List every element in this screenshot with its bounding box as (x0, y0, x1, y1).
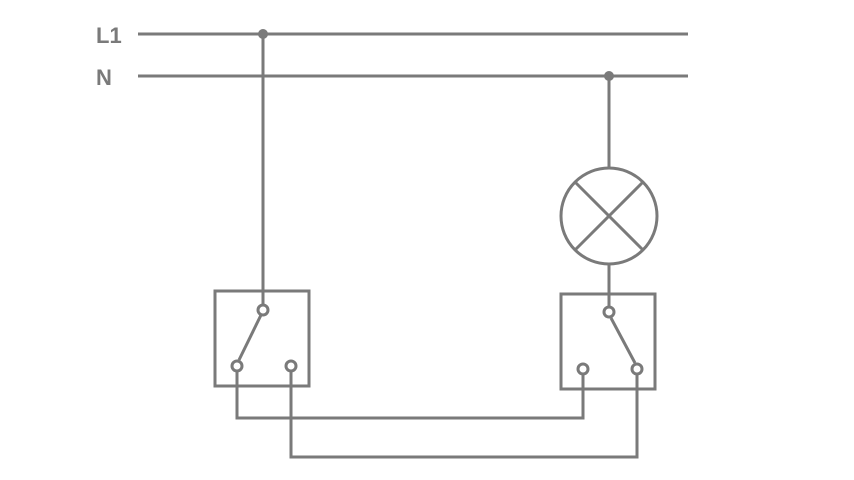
l1-junction-dot (258, 29, 268, 39)
traveller-wire-1 (235, 371, 585, 420)
right-two-way-switch (559, 292, 657, 391)
traveller-wire-2 (289, 371, 639, 459)
n-label: N (96, 65, 112, 90)
l1-label: L1 (96, 23, 122, 48)
n-junction-dot (604, 71, 614, 81)
left-two-way-switch (213, 289, 311, 388)
lamp-symbol (559, 166, 659, 266)
